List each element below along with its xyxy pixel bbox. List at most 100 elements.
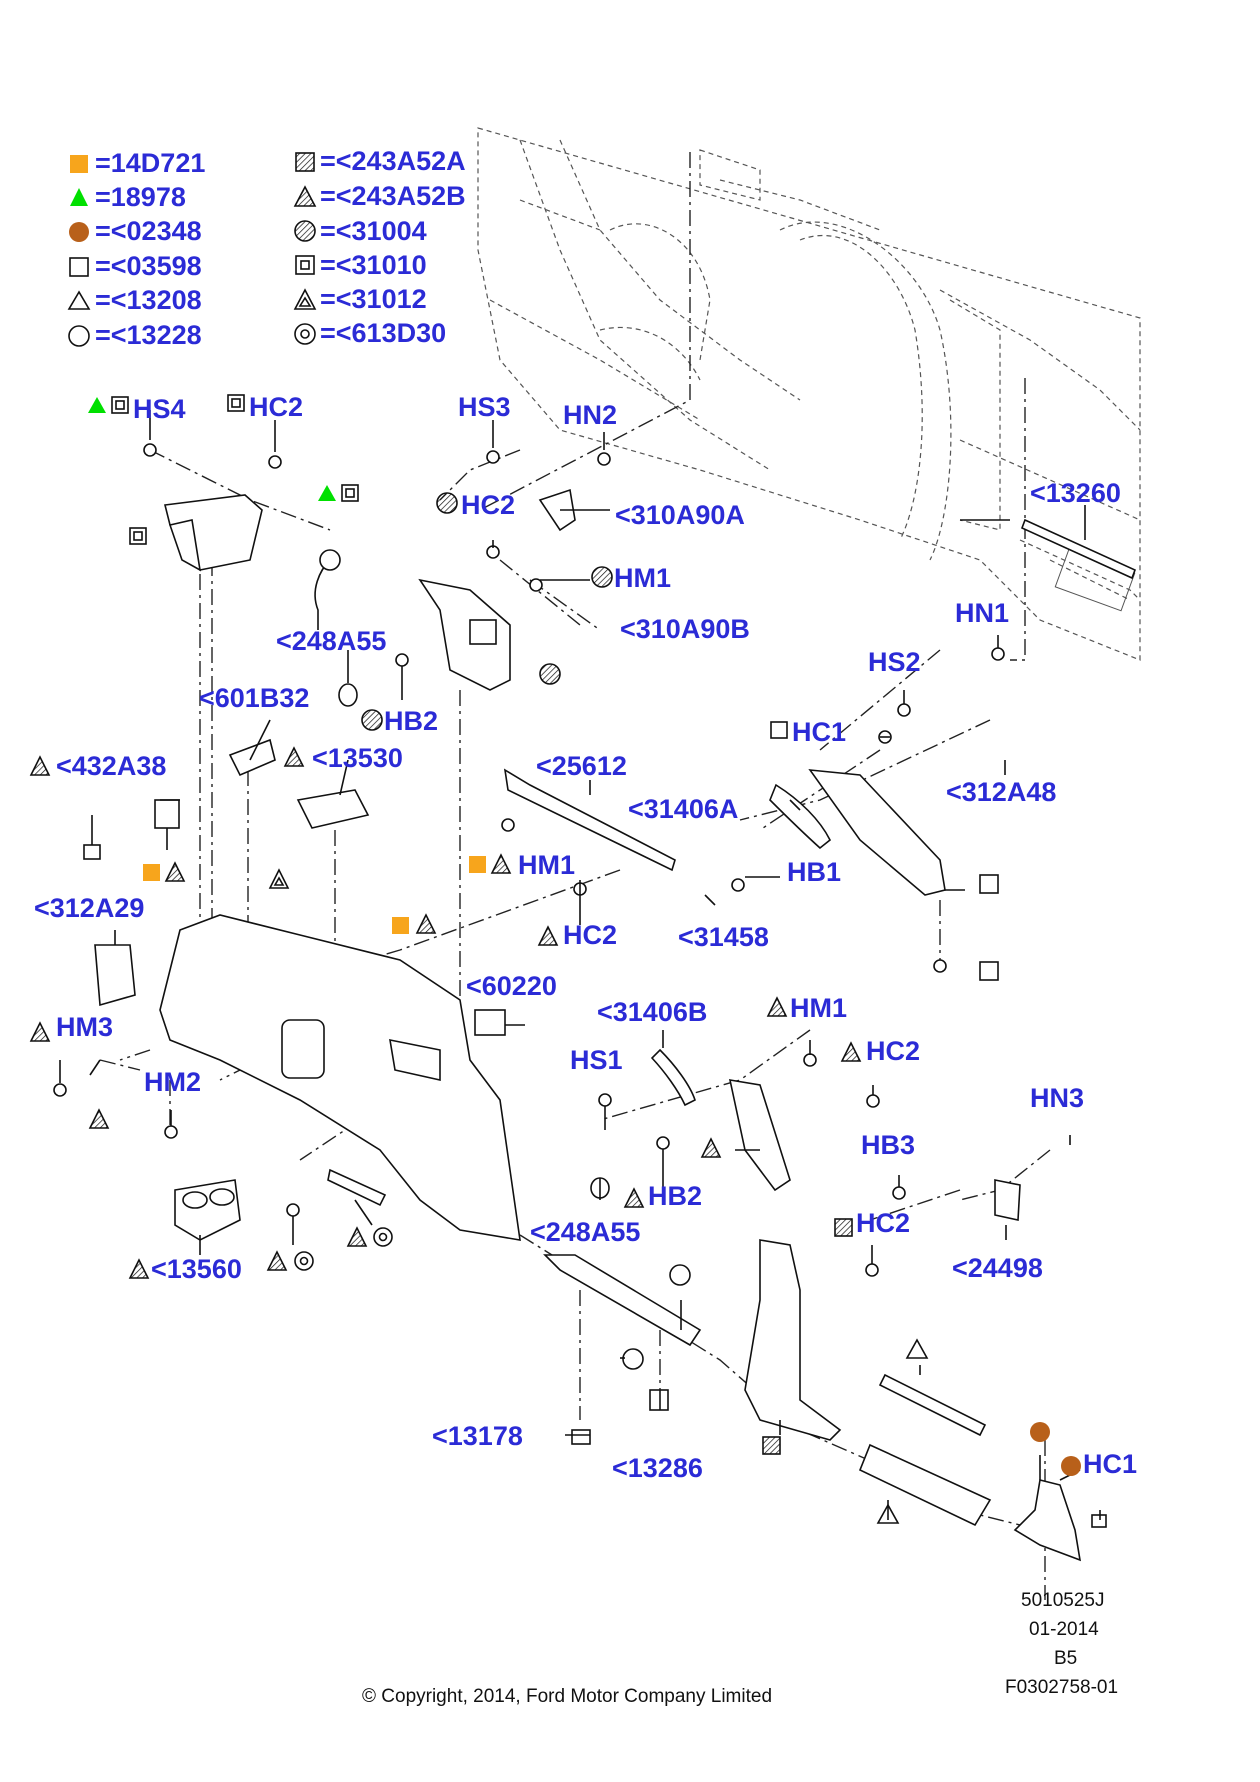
clip-13178 [571, 1429, 591, 1445]
label-hc2-mid: HC2 [461, 490, 516, 520]
lower-pillar-trim [744, 1239, 842, 1441]
legend-14d721: =14D721 [95, 148, 206, 178]
label-310a90b: <310A90B [620, 614, 750, 644]
legend-243a52b: =<243A52B [320, 181, 466, 211]
kick-panel [1013, 1479, 1082, 1562]
triangle-green-icon [70, 188, 88, 206]
strip-13260 [1020, 518, 1137, 580]
label-hc1-low: HC1 [1083, 1449, 1138, 1479]
label-hm1-mid: HM1 [518, 850, 576, 880]
label-248a55-low: <248A55 [530, 1217, 641, 1247]
strip-25612 [503, 768, 676, 872]
square-outline-icon [69, 257, 89, 277]
label-248a55-top: <248A55 [276, 626, 387, 656]
cup-holder-13560 [174, 1179, 241, 1241]
label-hn1: HN1 [955, 598, 1010, 628]
label-13286: <13286 [612, 1453, 703, 1483]
bracket-310a90a [538, 488, 576, 532]
triangle-in-triangle-icon [293, 288, 317, 310]
legend-03598: =<03598 [95, 251, 202, 281]
label-13530: <13530 [312, 743, 403, 773]
label-312a48: <312A48 [946, 777, 1057, 807]
bracket-24498 [994, 1179, 1021, 1221]
circle-outline-icon [68, 325, 90, 347]
label-hm2: HM2 [144, 1067, 202, 1097]
legend-02348: =<02348 [95, 216, 202, 246]
callout-symbols [29, 394, 1081, 1524]
label-hc2-top: HC2 [249, 392, 304, 422]
label-hb2-top: HB2 [384, 706, 439, 736]
handle-31406a [769, 783, 832, 850]
label-310a90a: <310A90A [615, 500, 745, 530]
label-24498: <24498 [952, 1253, 1043, 1283]
legend-613d30: =<613D30 [320, 318, 447, 348]
circle-hatched-icon [294, 220, 316, 242]
label-hm3: HM3 [56, 1012, 114, 1042]
label-31406a: <31406A [628, 794, 739, 824]
clip-60220 [474, 1009, 506, 1036]
figure-id: F0302758-01 [1005, 1677, 1119, 1698]
legend-31004: =<31004 [320, 216, 427, 246]
copyright: © Copyright, 2014, Ford Motor Company Li… [362, 1686, 773, 1707]
square-hatched-icon [295, 152, 315, 172]
triangle-outline-icon [67, 290, 91, 310]
clip-432a38 [154, 799, 180, 829]
label-hs3: HS3 [458, 392, 511, 422]
label-hs1: HS1 [570, 1045, 623, 1075]
scuff-plate-lower [858, 1443, 992, 1527]
label-312a29: <312A29 [34, 893, 145, 923]
legend-31012: =<31012 [320, 284, 427, 314]
legend-13208: =<13208 [95, 285, 202, 315]
label-hc2-right: HC2 [866, 1036, 921, 1066]
legend-13228: =<13228 [95, 320, 202, 350]
label-hc2-lower: HC2 [563, 920, 618, 950]
pad-601b32 [228, 738, 276, 777]
sill-strip [543, 1254, 702, 1347]
handle-31406b [650, 1048, 696, 1107]
label-432a38: <432A38 [56, 751, 167, 781]
label-31406b: <31406B [597, 997, 708, 1027]
label-13178: <13178 [432, 1421, 523, 1451]
b-pillar-trim [728, 1079, 791, 1192]
vehicle-body-outline [477, 127, 1141, 661]
label-hb3: HB3 [861, 1130, 916, 1160]
jack-access-cover [281, 1019, 325, 1079]
legend-243a52a: =<243A52A [320, 146, 466, 176]
label-13560: <13560 [151, 1254, 242, 1284]
upper-quarter-trim [418, 578, 511, 691]
label-31458: <31458 [678, 922, 769, 952]
clip-13286 [649, 1389, 669, 1411]
label-hm1-right: HM1 [790, 993, 848, 1023]
panel-312a29 [94, 944, 136, 1007]
plug-248a55 [338, 683, 358, 707]
label-hc2-low: HC2 [856, 1208, 911, 1238]
legend-symbols [67, 152, 317, 347]
label-hn2: HN2 [563, 400, 618, 430]
legend-18978: =18978 [95, 182, 186, 212]
scuff-plate-upper [878, 1373, 987, 1437]
label-hb1: HB1 [787, 857, 842, 887]
circle-in-circle-icon [294, 323, 316, 345]
part-shapes [53, 443, 1137, 1562]
drawing-date: 01-2014 [1029, 1619, 1099, 1640]
quarter-trim-panel [159, 914, 521, 1241]
label-25612: <25612 [536, 751, 627, 781]
label-hc1-mid: HC1 [792, 717, 847, 747]
circle-brown-icon [69, 222, 89, 242]
hook-bracket [327, 1168, 387, 1207]
label-13260: <13260 [1030, 478, 1121, 508]
label-601b32: <601B32 [199, 683, 310, 713]
label-hb2-low: HB2 [648, 1181, 703, 1211]
label-hs2: HS2 [868, 647, 921, 677]
triangle-hatched-icon [293, 185, 317, 207]
drawing-number: 5010525J [1021, 1590, 1105, 1611]
label-hn3: HN3 [1030, 1083, 1085, 1113]
label-hm1-top: HM1 [614, 563, 672, 593]
label-60220: <60220 [466, 971, 557, 1001]
mat-13530 [296, 789, 370, 829]
label-hs4: HS4 [133, 394, 186, 424]
square-orange-icon [70, 155, 88, 173]
legend-31010: =<31010 [320, 250, 427, 280]
square-in-square-icon [295, 255, 315, 275]
